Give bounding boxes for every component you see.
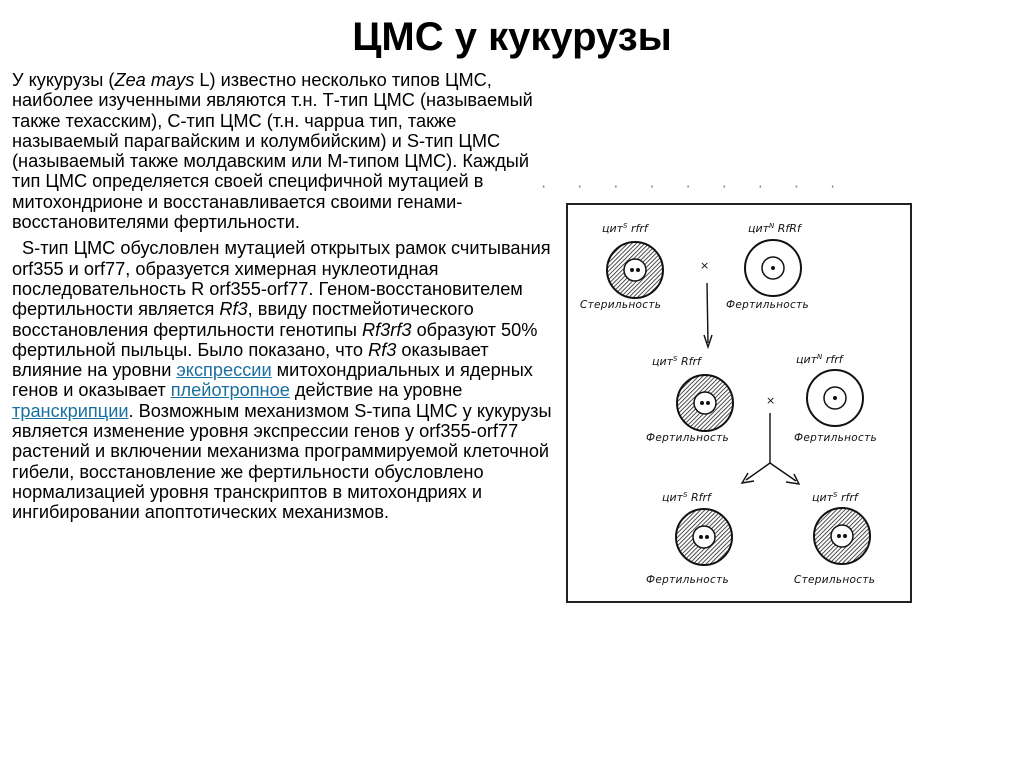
phenotype-label: Фертильность xyxy=(794,432,877,444)
text-run: действие на уровне xyxy=(289,380,463,401)
genotype-label: цитN rfrf xyxy=(796,353,845,366)
genotype-label: цитS rfrf xyxy=(602,222,650,235)
link-pleiotropic[interactable]: плейотропное xyxy=(170,380,290,401)
text-run: S-тип ЦМС обусловлен мутацией открытых р… xyxy=(12,238,551,320)
text-run: У кукурузы ( xyxy=(12,70,115,90)
text-run: образуют 50% фертильной пыльцы. Было пок… xyxy=(12,319,538,360)
phenotype-label: Фертильность xyxy=(726,299,809,311)
gene-name: Rf3 xyxy=(368,339,397,360)
fertile-cell-icon xyxy=(806,369,864,427)
text-run: митохондриальных и ядерных генов и оказы… xyxy=(12,360,533,401)
paragraph-2: S-тип ЦМС обусловлен мутацией открытых р… xyxy=(12,238,560,522)
genotype-label: цитS rfrf xyxy=(812,491,860,504)
paragraph-1: У кукурузы (Zea mays L) известно несколь… xyxy=(12,70,560,232)
text-run: оказывает влияние на уровни xyxy=(12,339,489,381)
link-expression[interactable]: экспрессии xyxy=(176,360,272,381)
body-text: У кукурузы (Zea mays L) известно несколь… xyxy=(12,70,560,523)
arrow-down-icon xyxy=(703,282,713,350)
phenotype-label: Фертильность xyxy=(646,432,729,444)
sterile-cell-icon xyxy=(606,241,664,299)
text-run: L) известно несколько типов ЦМС, наиболе… xyxy=(12,70,533,233)
fertile-cell-icon xyxy=(744,239,802,297)
decorative-dots: · · · · · · · · · xyxy=(540,180,837,194)
cms-inheritance-figure: цитS rfrf Стерильность цитN RfRf Фертиль… xyxy=(566,203,912,603)
genotype-label: цитS Rfrf xyxy=(652,355,703,368)
phenotype-label: Стерильность xyxy=(794,574,875,586)
link-transcription[interactable]: транскрипции xyxy=(12,400,129,421)
species-name: Zea mays xyxy=(114,70,195,90)
text-run: , ввиду постмейотического восстановления… xyxy=(12,299,474,340)
fork-arrows-icon xyxy=(740,413,801,485)
text-run: . Возможным механизмом S-типа ЦМС у куку… xyxy=(12,400,552,523)
gene-name: Rf3 xyxy=(219,299,248,320)
cross-symbol: × xyxy=(700,259,709,272)
phenotype-label: Стерильность xyxy=(580,299,661,311)
inheritance-diagram: цитS rfrf Стерильность цитN RfRf Фертиль… xyxy=(580,222,877,586)
gene-name: Rf3rf3 xyxy=(361,319,412,340)
sterile-cell-icon xyxy=(676,374,734,432)
genotype-label: цитN RfRf xyxy=(748,222,803,235)
slide-title: ЦМС у кукурузы xyxy=(352,15,672,59)
genotype-label: цитS Rfrf xyxy=(662,491,713,504)
sterile-cell-icon xyxy=(813,507,871,565)
cross-symbol: × xyxy=(766,394,775,407)
phenotype-label: Фертильность xyxy=(646,574,729,586)
sterile-cell-icon xyxy=(675,508,733,566)
